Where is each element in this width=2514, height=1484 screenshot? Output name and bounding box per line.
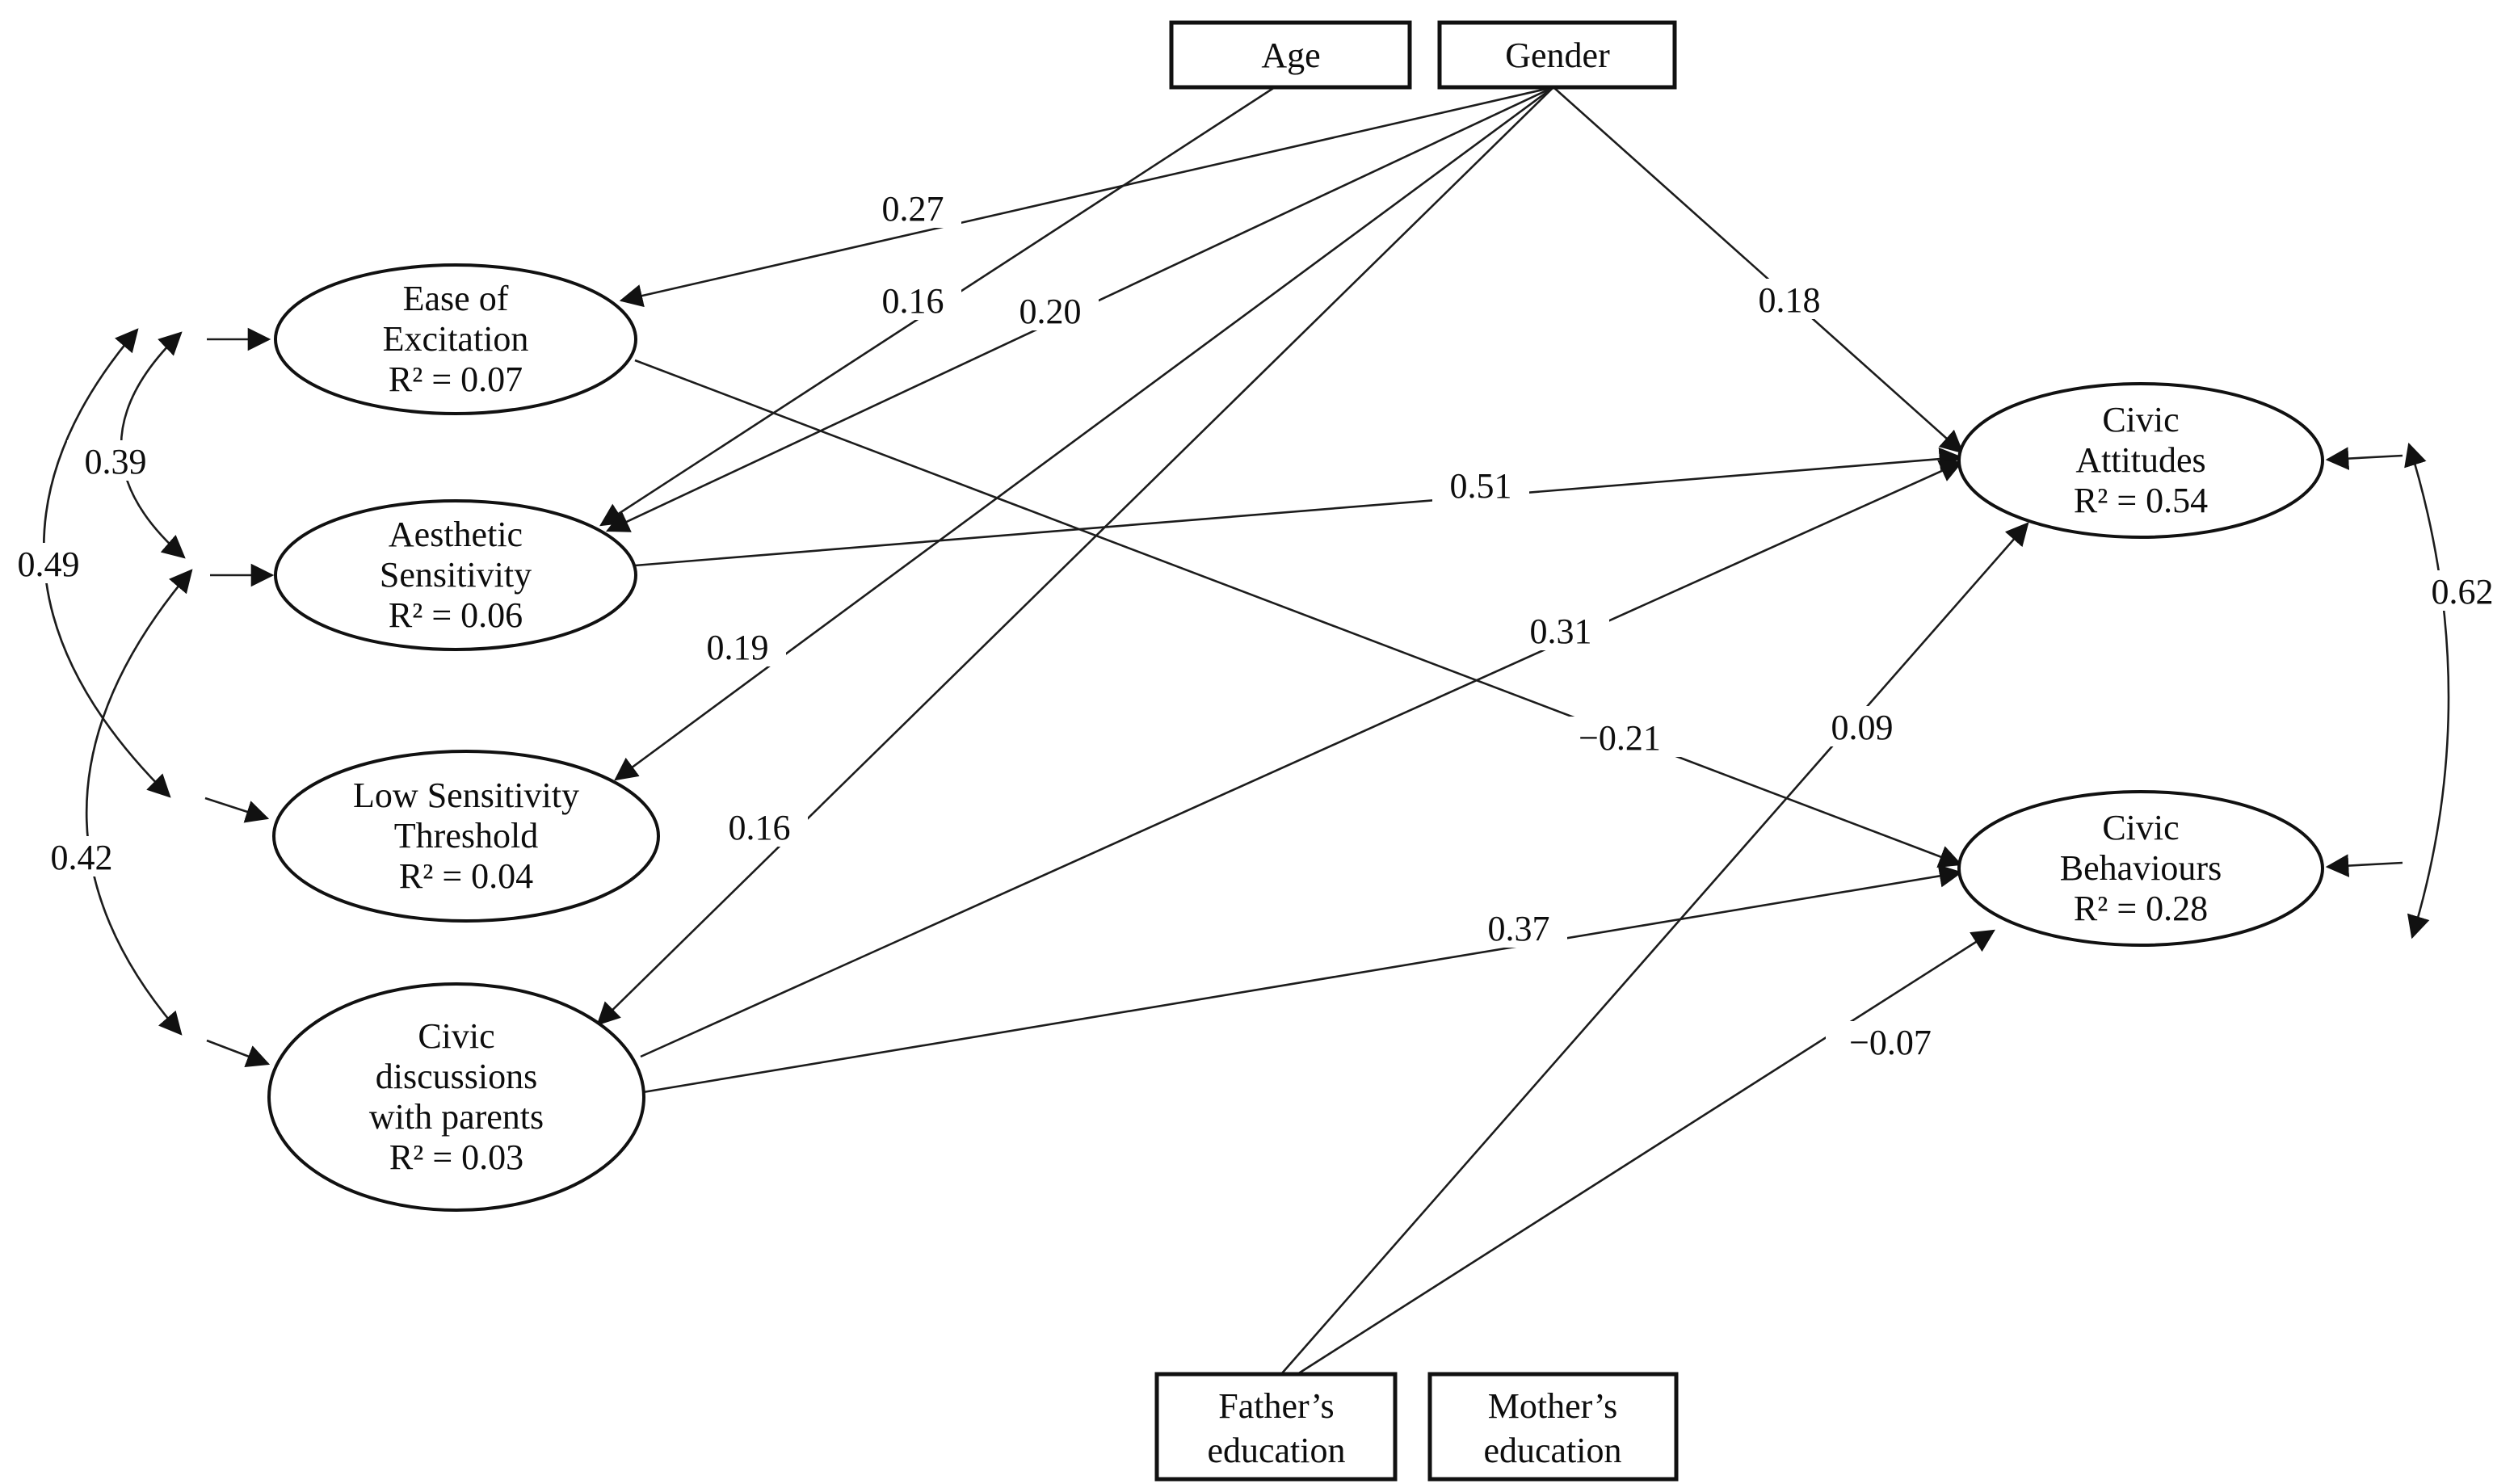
node-mothers-education-label-line2: education [1483, 1431, 1621, 1470]
coef-civic-discussions-to-civic-behaviours: 0.37 [1470, 907, 1567, 948]
cov-ca-cb-value: 0.62 [2432, 572, 2494, 612]
coef-gender-to-low-sensitivity-threshold: 0.19 [689, 626, 786, 667]
coef-cdp-cb-value: 0.37 [1488, 909, 1550, 948]
node-civic-behaviours: Civic Behaviours R² = 0.28 [1957, 790, 2324, 947]
node-lst-r-squared: R² = 0.04 [399, 856, 533, 896]
node-as-label-line1: Aesthetic [389, 515, 523, 554]
cov-label-as-cdp: 0.42 [33, 836, 130, 877]
node-gender-label: Gender [1505, 36, 1610, 75]
cov-label-eoe-lst: 0.49 [0, 543, 97, 584]
node-lst-label-line2: Threshold [394, 816, 538, 856]
node-ease-of-excitation: Ease of Excitation R² = 0.07 [274, 263, 637, 415]
coef-aesthetic-sensitivity-to-civic-attitudes: 0.51 [1432, 465, 1529, 506]
residual-arrow-civic-attitudes [2325, 447, 2403, 470]
coef-as-ca-value: 0.51 [1450, 466, 1512, 506]
cov-eoe-lst-value: 0.49 [18, 544, 80, 584]
node-eoe-r-squared: R² = 0.07 [389, 359, 523, 399]
coef-age-to-aesthetic-sensitivity: 0.16 [864, 280, 961, 321]
residual-arrow-civic-behaviours [2325, 854, 2403, 877]
path-gender-to-ease-of-excitation [619, 86, 1554, 308]
path-aesthetic-sensitivity-to-civic-attitudes [634, 447, 1963, 567]
path-gender-to-civic-attitudes [1553, 86, 1964, 454]
node-age-label: Age [1261, 36, 1320, 75]
node-cb-label-line2: Behaviours [2060, 848, 2222, 888]
coef-gender-to-aesthetic-sensitivity: 0.20 [1002, 290, 1099, 331]
node-cdp-label-line3: with parents [369, 1097, 544, 1137]
coef-father-ca-value: 0.09 [1831, 708, 1894, 747]
node-civic-attitudes: Civic Attitudes R² = 0.54 [1957, 382, 2324, 539]
node-mothers-education: Mother’s education [1427, 1372, 1679, 1482]
node-eoe-label-line1: Ease of [403, 279, 509, 318]
node-as-label-line2: Sensitivity [380, 555, 532, 595]
coef-gender-cdp-value: 0.16 [729, 808, 791, 847]
node-age: Age [1169, 20, 1412, 90]
coef-father-cb-value: −0.07 [1849, 1023, 1932, 1062]
coef-age-as-value: 0.16 [882, 281, 944, 321]
covariance-arc-as-cdp [85, 569, 193, 1036]
node-cdp-r-squared: R² = 0.03 [389, 1137, 523, 1177]
coef-gender-as-value: 0.20 [1019, 292, 1082, 331]
coef-gender-to-civic-discussions: 0.16 [711, 806, 808, 847]
node-low-sensitivity-threshold: Low Sensitivity Threshold R² = 0.04 [272, 750, 660, 923]
node-mothers-education-label-line1: Mother’s [1488, 1386, 1618, 1426]
node-ca-label-line1: Civic [2102, 400, 2179, 439]
path-fathers-education-to-civic-behaviours [1297, 929, 1995, 1376]
coef-gender-to-ease-of-excitation: 0.27 [864, 187, 961, 229]
coef-fathers-education-to-civic-behaviours: −0.07 [1826, 1021, 1955, 1062]
coef-eoe-cb-value: −0.21 [1579, 718, 1661, 758]
node-fathers-education-label-line2: education [1207, 1431, 1345, 1470]
cov-eoe-as-value: 0.39 [85, 442, 147, 481]
coef-civic-discussions-to-civic-attitudes: 0.31 [1512, 610, 1609, 651]
node-aesthetic-sensitivity: Aesthetic Sensitivity R² = 0.06 [274, 499, 637, 651]
covariance-arc-ca-cb [2404, 442, 2450, 940]
cov-label-eoe-as: 0.39 [67, 440, 164, 481]
node-as-r-squared: R² = 0.06 [389, 595, 523, 635]
node-ca-label-line2: Attitudes [2075, 440, 2205, 480]
path-civic-discussions-to-civic-behaviours [642, 864, 1963, 1094]
coef-fathers-education-to-civic-attitudes: 0.09 [1814, 706, 1911, 747]
node-ca-r-squared: R² = 0.54 [2074, 481, 2208, 520]
residual-arrow-civic-discussions [206, 1039, 271, 1067]
coef-cdp-ca-value: 0.31 [1530, 612, 1592, 651]
node-lst-label-line1: Low Sensitivity [353, 776, 579, 815]
node-eoe-label-line2: Excitation [383, 319, 529, 359]
coef-gender-to-civic-attitudes: 0.18 [1741, 279, 1838, 320]
residual-arrow-low-sensitivity-threshold [204, 797, 270, 823]
node-cb-r-squared: R² = 0.28 [2074, 889, 2208, 928]
path-civic-discussions-to-civic-attitudes [640, 460, 1964, 1058]
coef-gender-ca-value: 0.18 [1759, 280, 1821, 320]
coef-gender-lst-value: 0.19 [707, 628, 769, 667]
node-cdp-label-line1: Civic [418, 1016, 494, 1056]
node-civic-discussions-with-parents: Civic discussions with parents R² = 0.03 [267, 982, 645, 1212]
node-fathers-education-label-line1: Father’s [1218, 1386, 1334, 1426]
path-gender-to-low-sensitivity-threshold [614, 86, 1554, 781]
node-fathers-education: Father’s education [1154, 1372, 1398, 1482]
path-gender-to-civic-discussions [596, 86, 1554, 1026]
cov-as-cdp-value: 0.42 [51, 838, 113, 877]
cov-label-ca-cb: 0.62 [2414, 570, 2511, 612]
node-cb-label-line1: Civic [2102, 808, 2179, 847]
node-gender: Gender [1437, 20, 1677, 90]
coef-ease-of-excitation-to-civic-behaviours: −0.21 [1555, 717, 1684, 758]
path-ease-of-excitation-to-civic-behaviours [634, 359, 1963, 868]
coef-gender-eoe-value: 0.27 [882, 189, 944, 229]
path-fathers-education-to-civic-attitudes [1280, 522, 2029, 1375]
node-cdp-label-line2: discussions [376, 1057, 537, 1096]
